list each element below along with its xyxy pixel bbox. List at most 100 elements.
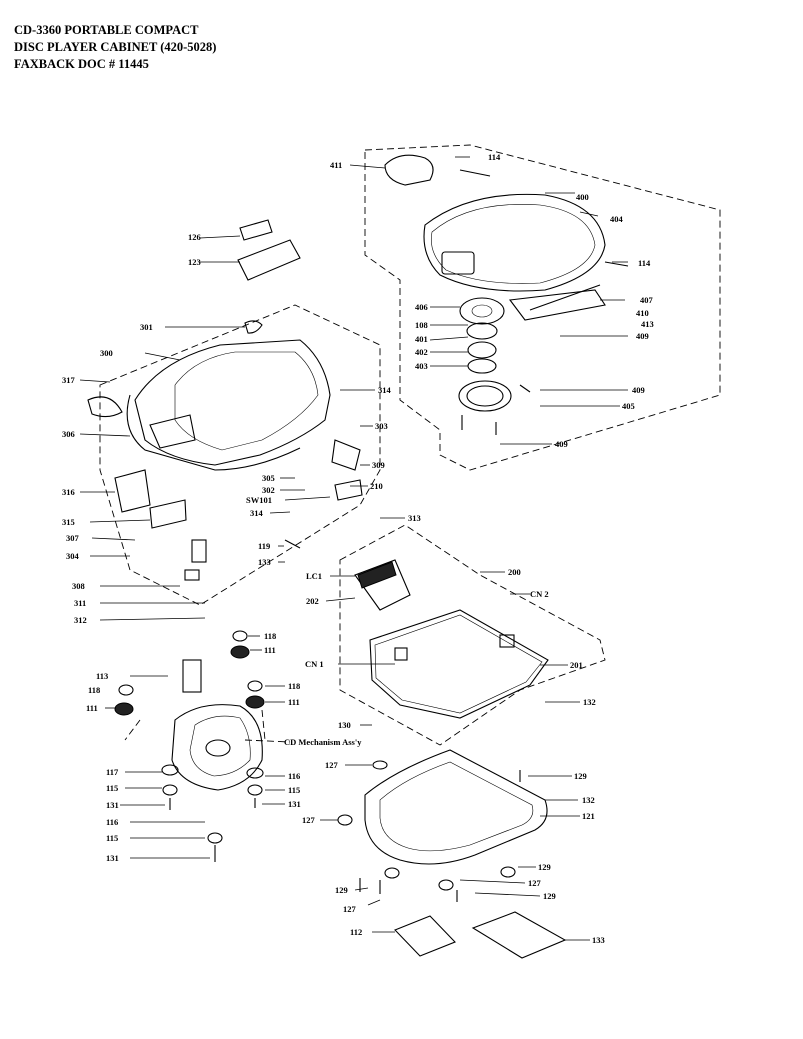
part-label: 127 (343, 904, 357, 914)
part-label: 314 (378, 385, 392, 395)
part-label: 133 (592, 935, 605, 945)
battery-cover-label (239, 219, 273, 241)
cd-mechanism-inner (189, 715, 251, 777)
part-label: 200 (508, 567, 521, 577)
damper-111b (114, 702, 134, 716)
lid-cover (423, 193, 606, 292)
spring-119 (284, 539, 301, 549)
connector-cn1 (394, 647, 408, 661)
part-label: 300 (100, 348, 113, 358)
part-label: 127 (325, 760, 339, 770)
switch-315 (149, 499, 187, 529)
part-label: 119 (258, 541, 270, 551)
top-cabinet (134, 339, 331, 466)
damper-118c (247, 680, 263, 692)
lcd-holder-202 (354, 559, 411, 611)
part-label: 403 (415, 361, 428, 371)
speaker-frame (458, 380, 512, 412)
spindle-motor (205, 739, 231, 757)
part-label: 118 (288, 681, 300, 691)
part-label: 116 (106, 817, 118, 827)
part-label: 115 (106, 833, 118, 843)
window-317 (87, 396, 123, 418)
part-label: 121 (582, 811, 595, 821)
foot-127e (500, 866, 516, 878)
part-label: 313 (408, 513, 421, 523)
part-label: 405 (622, 401, 635, 411)
part-number-labels: 411 114 400 404 114 126 123 407 406 410 … (62, 152, 654, 945)
main-pcb (369, 609, 549, 719)
part-label: 118 (88, 685, 100, 695)
part-label: 303 (375, 421, 388, 431)
cd-mechanism-leader (244, 739, 291, 743)
part-label: 118 (264, 631, 276, 641)
lid-cover-inner (431, 204, 596, 284)
part-label: 312 (74, 615, 87, 625)
part-label: 315 (62, 517, 75, 527)
part-label: 309 (372, 460, 385, 470)
top-cabinet-rim (126, 394, 301, 471)
disc-plate-inner (471, 304, 493, 318)
part-label: 108 (415, 320, 428, 330)
part-label: 112 (350, 927, 362, 937)
foot-127b (337, 814, 353, 826)
lid-window (384, 154, 434, 186)
part-label: 409 (632, 385, 645, 395)
part-label: 123 (188, 257, 201, 267)
jack-board-316 (114, 469, 151, 513)
disc-plate (459, 297, 505, 325)
part-label: 133 (258, 557, 271, 567)
label-112 (394, 915, 456, 957)
part-label: 127 (302, 815, 316, 825)
part-label: 317 (62, 375, 76, 385)
part-label: 115 (106, 783, 118, 793)
damper-118a (232, 630, 248, 642)
part-label: 132 (582, 795, 595, 805)
part-label: CN 2 (530, 589, 549, 599)
part-label: 311 (74, 598, 86, 608)
part-label: 129 (574, 771, 587, 781)
leader-lines (79, 156, 628, 941)
foot-127a (372, 760, 388, 770)
part-label: 132 (583, 697, 596, 707)
part-label: 114 (488, 152, 501, 162)
switch-210 (334, 479, 363, 501)
part-label: 131 (106, 800, 119, 810)
part-label: CN 1 (305, 659, 324, 669)
ring-402 (467, 341, 497, 359)
part-label: 201 (570, 660, 583, 670)
top-cabinet-inner (174, 351, 319, 451)
part-label: 111 (288, 697, 300, 707)
part-label: 126 (188, 232, 201, 242)
part-label: CD Mechanism Ass'y (284, 737, 362, 747)
ring-401 (466, 322, 498, 340)
part-label: 307 (66, 533, 80, 543)
knob-301 (244, 320, 263, 334)
bracket-303 (331, 439, 361, 471)
part-label: 406 (415, 302, 428, 312)
part-label: 113 (96, 671, 108, 681)
part-label: 111 (86, 703, 98, 713)
lid-hinge-bracket (508, 289, 606, 321)
cd-mechanism-chassis (171, 704, 263, 791)
part-label: 114 (638, 258, 651, 268)
part-label: 410 (636, 308, 649, 318)
part-label: 111 (264, 645, 276, 655)
lid-hinge-spring (529, 284, 601, 311)
fuse-113 (182, 659, 202, 693)
battery-cover (237, 239, 301, 281)
ring-403 (467, 358, 497, 374)
part-label: 413 (641, 319, 654, 329)
lid-screw-114 (459, 169, 491, 177)
part-label: 302 (262, 485, 275, 495)
part-label: 301 (140, 322, 153, 332)
title-line-1: CD-3360 PORTABLE COMPACT (14, 23, 199, 37)
part-label: 210 (370, 481, 383, 491)
foot-127c (384, 867, 400, 879)
connector-cn2 (499, 634, 515, 648)
part-label: 131 (288, 799, 301, 809)
part-label: 129 (335, 885, 348, 895)
part-label: 131 (106, 853, 119, 863)
part-label: 129 (538, 862, 551, 872)
damper-115b (247, 784, 263, 796)
